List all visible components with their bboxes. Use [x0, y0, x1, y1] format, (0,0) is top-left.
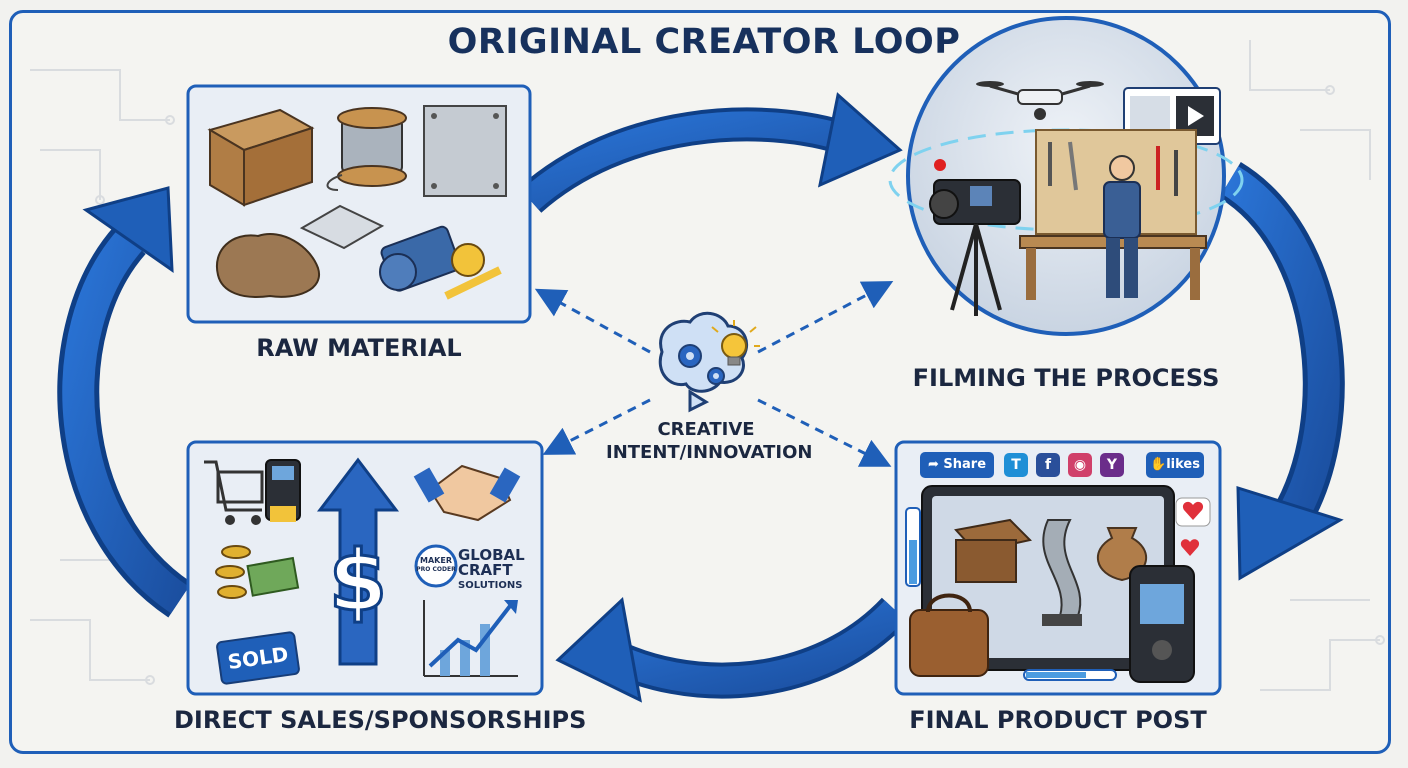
raw-material-panel	[186, 84, 532, 324]
measuring-tape-icon	[444, 243, 502, 300]
sales-panel: $	[186, 440, 544, 696]
fabric-roll-icon	[379, 225, 461, 292]
progress-bar-icon	[1023, 669, 1117, 681]
likes-label: likes	[1166, 457, 1200, 472]
shopping-cart-icon	[204, 460, 264, 525]
sheet-metal-icon	[299, 204, 385, 250]
leather-bag-icon	[909, 593, 989, 677]
stage-label-raw-material: RAW MATERIAL	[256, 334, 462, 362]
brand-logo-text: GLOBAL CRAFT SOLUTIONS	[458, 548, 525, 593]
final-product-panel	[894, 440, 1222, 696]
card-terminal-icon	[265, 459, 301, 522]
smartphone-icon	[1129, 565, 1195, 683]
brand-line3: SOLUTIONS	[458, 580, 523, 591]
t-social-icon[interactable]: T	[1004, 453, 1028, 477]
share-label: Share	[943, 457, 987, 472]
metal-plate-icon	[423, 105, 507, 197]
growth-chart-icon	[423, 600, 518, 677]
wood-block-icon	[207, 108, 315, 207]
diagram-title: ORIGINAL CREATOR LOOP	[447, 22, 961, 62]
likes-button[interactable]: ✋likes	[1146, 452, 1204, 478]
center-label: CREATIVE INTENT/INNOVATION	[606, 418, 813, 464]
loop-arrow-left	[57, 186, 193, 618]
thumbs-up-icon: ✋	[1150, 457, 1167, 472]
svg-text:$: $	[329, 532, 387, 630]
loop-arrow-top	[518, 92, 903, 213]
maker-badge-bottom: PRO CODER	[416, 566, 456, 573]
rock-icon	[215, 233, 321, 298]
filming-panel	[888, 16, 1244, 336]
volume-slider-icon	[905, 507, 921, 587]
stage-label-final-post: FINAL PRODUCT POST	[909, 706, 1207, 734]
wire-spool-icon	[326, 107, 407, 191]
heart-icons	[1175, 497, 1211, 556]
center-label-line1: CREATIVE	[657, 419, 755, 440]
loop-arrow-bottom	[555, 597, 909, 703]
coins-cash-icon	[215, 545, 300, 599]
metal-sculpture-icon	[1042, 519, 1082, 626]
wooden-box-icon	[954, 518, 1032, 583]
brand-line1: GLOBAL	[458, 546, 525, 564]
brand-line2: CRAFT	[458, 561, 513, 579]
maker-badge: MAKER PRO CODER	[412, 556, 460, 574]
center-connectors	[534, 281, 894, 467]
lightbulb-icon	[711, 320, 760, 366]
stage-label-filming: FILMING THE PROCESS	[912, 364, 1220, 392]
y-social-icon[interactable]: Y	[1100, 453, 1124, 477]
maker-badge-top: MAKER	[420, 556, 452, 565]
camera-social-icon[interactable]: ◉	[1068, 453, 1092, 477]
camera-on-tripod-icon	[929, 159, 1021, 316]
maker-person-icon	[1103, 155, 1141, 298]
globe-badge-icon	[414, 544, 458, 588]
share-button[interactable]: ➦ Share	[920, 452, 994, 478]
stage-label-sales: DIRECT SALES/SPONSORSHIPS	[174, 706, 587, 734]
dollar-arrow-icon: $	[316, 457, 400, 666]
loop-arrow-right	[1218, 162, 1345, 581]
brain-gears-icon	[658, 311, 748, 413]
drone-icon	[976, 81, 1104, 120]
handshake-icon	[413, 464, 521, 522]
share-arrow-icon: ➦	[927, 457, 944, 472]
f-social-icon[interactable]: f	[1036, 453, 1060, 477]
center-label-line2: INTENT/INNOVATION	[606, 442, 813, 463]
